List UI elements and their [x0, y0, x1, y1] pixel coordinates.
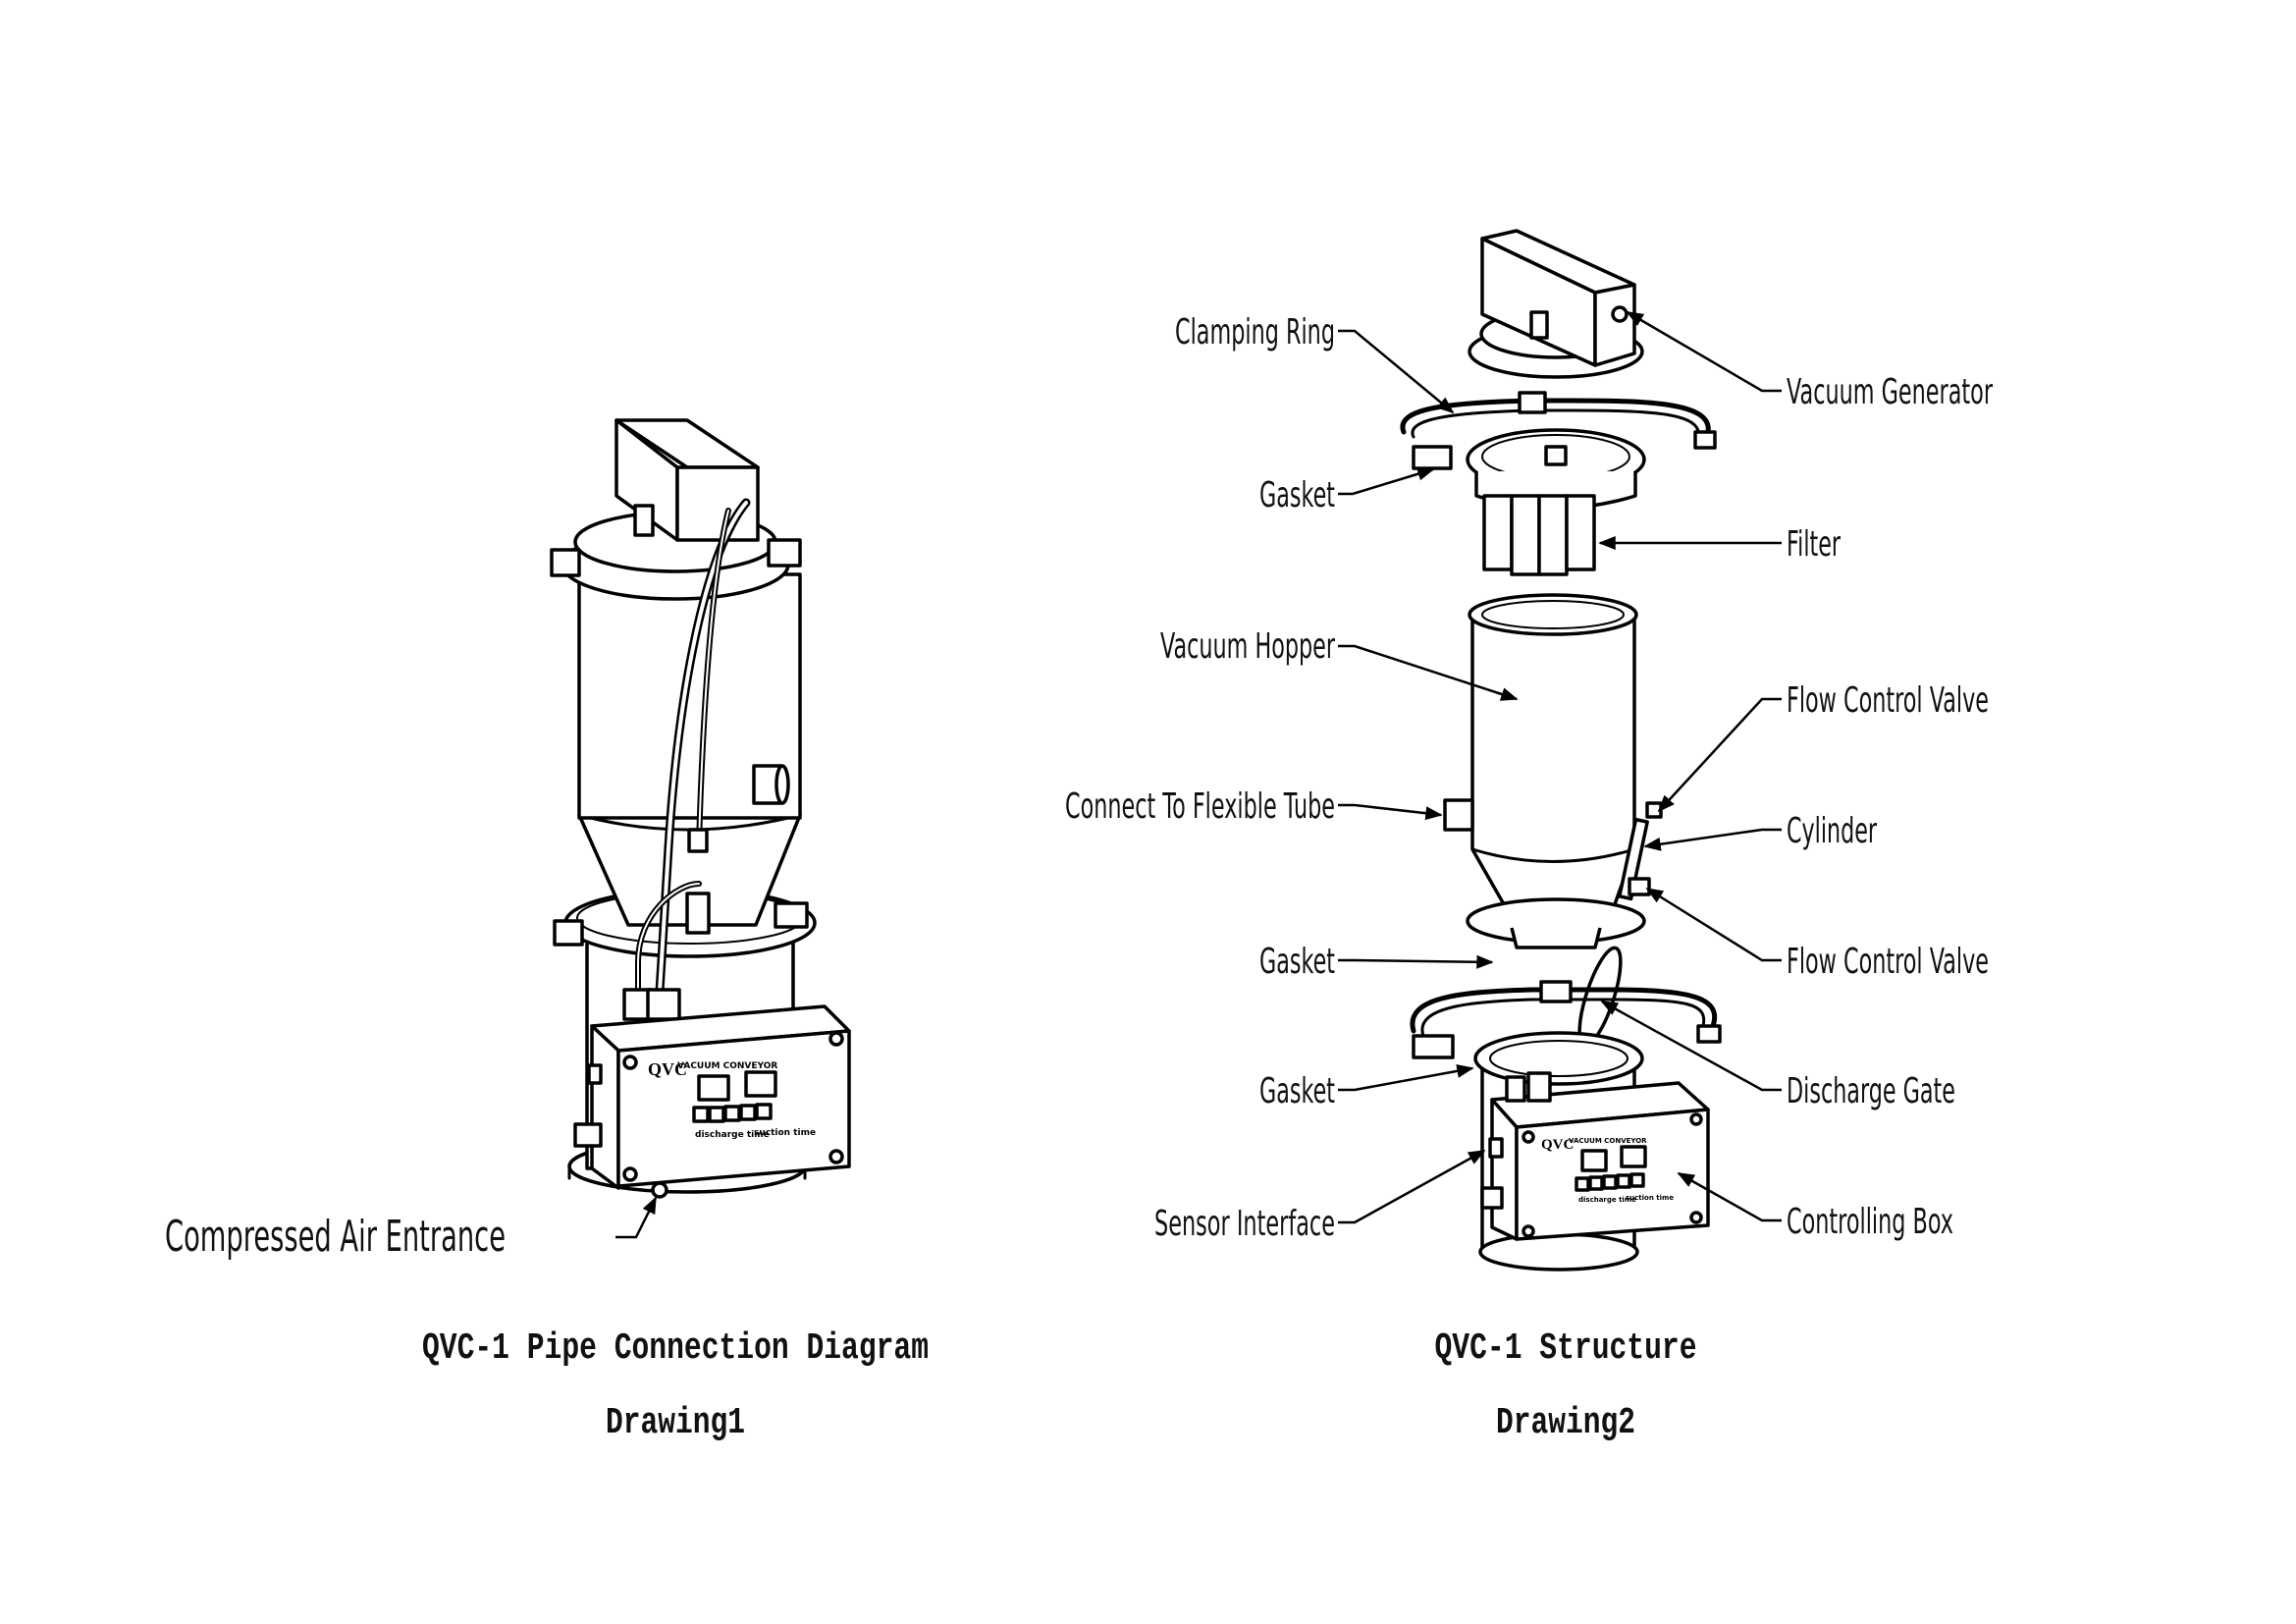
controller-left-caption: discharge time [1578, 1196, 1636, 1204]
drawing1-caption: QVC-1 Pipe Connection Diagram [422, 1327, 929, 1370]
controller-right-caption: suction time [754, 1128, 816, 1138]
display-right [744, 1070, 777, 1098]
label-flow-control-valve-top: Flow Control Valve [1787, 680, 1989, 721]
compressed-air-port [651, 1181, 668, 1199]
label-cylinder: Cylinder [1787, 811, 1877, 851]
controller-box-2: QVC VACUUM CONVEYOR discharge time sucti… [1480, 1071, 1710, 1241]
leader-lines [1338, 310, 1782, 1224]
label-filter: Filter [1787, 524, 1841, 565]
display-left [697, 1074, 730, 1102]
right-labels: Vacuum Generator Filter Flow Control Val… [1787, 372, 1993, 1242]
clamp-latch-left [553, 919, 584, 947]
controller-title: VACUUM CONVEYOR [1569, 1137, 1647, 1145]
top-flange [550, 511, 802, 601]
drawing2-structure: QVC VACUUM CONVEYOR discharge time sucti… [1065, 229, 1993, 1444]
air-hoses [622, 498, 751, 1021]
drawing2-caption: QVC-1 Structure [1435, 1327, 1697, 1370]
label-compressed-air-entrance: Compressed Air Entrance [165, 1212, 506, 1262]
keypad [1575, 1172, 1645, 1192]
label-controlling-box: Controlling Box [1787, 1202, 1953, 1242]
clamping-ring-top [1400, 391, 1717, 470]
cylinder [685, 892, 711, 935]
label-connect-flexible-tube: Connect To Flexible Tube [1065, 786, 1335, 827]
label-flow-control-valve-bottom: Flow Control Valve [1787, 942, 1989, 982]
label-discharge-gate: Discharge Gate [1787, 1071, 1955, 1111]
drawing1-pipe-connection: QVC VACUUM CONVEYOR discharge time sucti… [165, 418, 929, 1444]
clamp-latch-right [774, 901, 809, 929]
drawing1-subcaption: Drawing1 [606, 1402, 745, 1444]
controller-brand: QVC [1541, 1137, 1574, 1153]
label-clamping-ring: Clamping Ring [1175, 312, 1335, 352]
controller-left-caption: discharge time [695, 1130, 770, 1140]
hopper-body [577, 572, 802, 820]
label-gasket-top: Gasket [1259, 475, 1335, 515]
discharge-actuator [1577, 801, 1663, 1048]
drawing2-subcaption: Drawing2 [1496, 1402, 1635, 1444]
controller-brand: QVC [648, 1059, 687, 1079]
flow-control-valve [687, 828, 709, 853]
label-sensor-interface: Sensor Interface [1154, 1204, 1335, 1244]
sensor-interface-port [1488, 1137, 1504, 1159]
controller-title: VACUUM CONVEYOR [677, 1061, 777, 1071]
label-vacuum-hopper: Vacuum Hopper [1160, 626, 1335, 667]
filter-assembly [1466, 428, 1646, 576]
label-vacuum-generator: Vacuum Generator [1787, 372, 1993, 412]
flexible-tube-port [1443, 798, 1474, 832]
controller-right-caption: suction time [1626, 1194, 1674, 1202]
fitting [633, 504, 655, 537]
clamping-ring-bottom [1410, 980, 1722, 1059]
controller-box-1: QVC VACUUM CONVEYOR discharge time sucti… [573, 1004, 851, 1199]
label-gasket-middle: Gasket [1259, 942, 1335, 982]
label-gasket-bottom: Gasket [1259, 1071, 1335, 1111]
vacuum-hopper [1443, 593, 1646, 949]
vacuum-generator [1468, 229, 1644, 379]
keypad [692, 1103, 773, 1123]
left-labels: Clamping Ring Gasket Vacuum Hopper Conne… [1065, 312, 1335, 1244]
